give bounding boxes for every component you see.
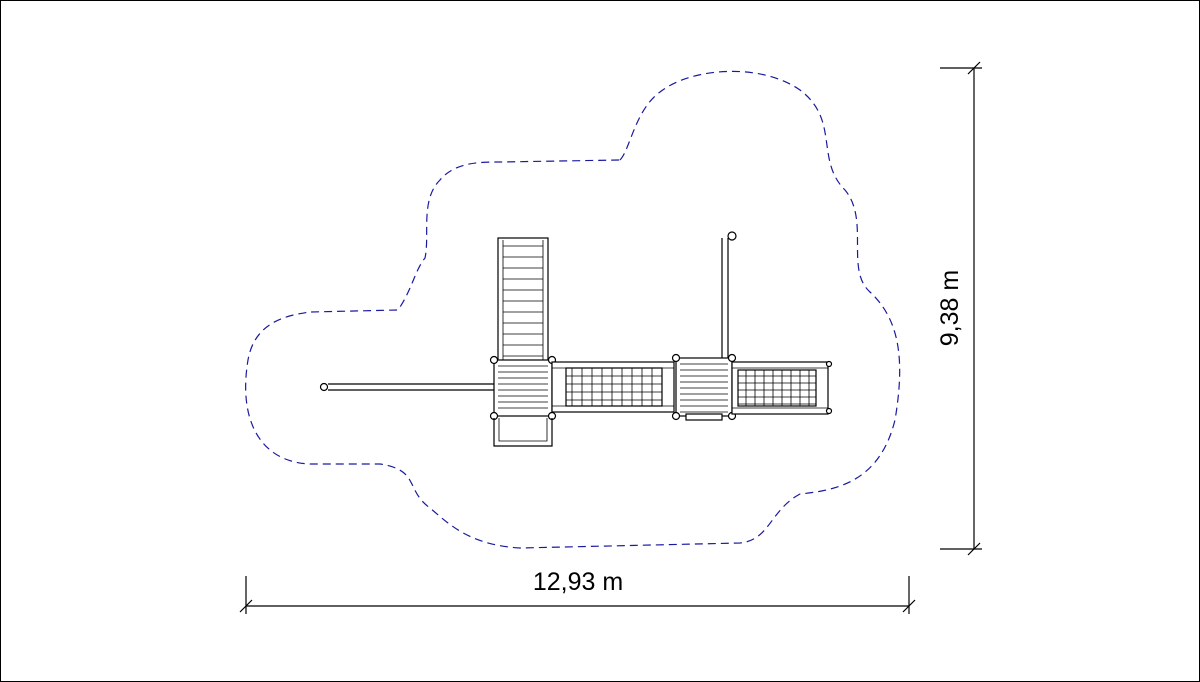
middle-bridge (551, 361, 675, 413)
left-entrance-step (493, 418, 553, 447)
safety-zone-outline (245, 70, 901, 549)
left-platform (489, 355, 557, 421)
width-dimension (239, 576, 916, 614)
right-climbing-net (731, 360, 833, 415)
width-label: 12,93 m (533, 568, 623, 596)
right-pole (721, 231, 737, 358)
right-platform (671, 353, 737, 421)
height-label: 9,38 m (936, 270, 964, 346)
height-dimension (940, 61, 982, 556)
climbing-ladder (497, 237, 549, 363)
left-beam (319, 382, 494, 392)
